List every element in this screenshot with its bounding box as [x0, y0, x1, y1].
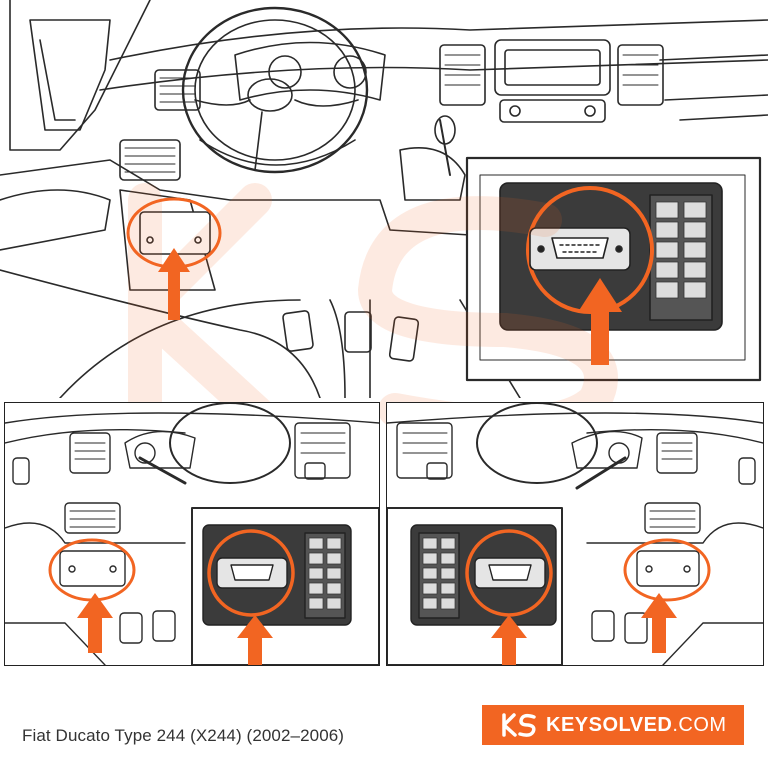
cabin-overview-illustration	[0, 0, 768, 398]
obd-cover-plate	[139, 211, 211, 255]
arrow-right-inset	[491, 615, 527, 665]
side-window	[29, 19, 111, 131]
rhd-detail-panel	[386, 402, 764, 666]
arrow-right-cover	[641, 593, 677, 653]
brand-name: KEYSOLVED.COM	[546, 714, 727, 737]
accelerator-pedal	[388, 316, 420, 362]
vehicle-caption: Fiat Ducato Type 244 (X244) (2002–2006)	[22, 726, 345, 745]
obd-cover-plate	[636, 550, 700, 587]
brand-name-main: KEYSOLVED	[546, 713, 673, 736]
instrument-cluster	[124, 430, 196, 469]
highlight-ring-right	[623, 538, 711, 602]
clutch-pedal	[282, 310, 314, 352]
steering-wheel	[169, 403, 291, 484]
left-air-vent	[154, 69, 201, 111]
instrument-cluster	[571, 430, 643, 469]
arrow-overview	[158, 248, 190, 320]
arrow-inset	[578, 278, 622, 365]
brake-pedal	[344, 311, 372, 353]
keysolved-logo-icon	[502, 713, 536, 737]
radio-display	[494, 39, 611, 96]
steering-wheel	[476, 403, 598, 484]
arrow-left-cover	[77, 593, 113, 653]
lhd-detail-panel	[4, 402, 380, 666]
highlight-ring-left-inset	[207, 529, 295, 617]
obd-cover-plate	[59, 550, 126, 587]
steering-wheel	[181, 6, 369, 174]
arrow-left-inset	[237, 615, 273, 665]
keysolved-brand-badge[interactable]: KEYSOLVED.COM	[482, 705, 744, 745]
instrument-cluster	[234, 41, 386, 101]
brand-name-suffix: .COM	[672, 713, 727, 736]
